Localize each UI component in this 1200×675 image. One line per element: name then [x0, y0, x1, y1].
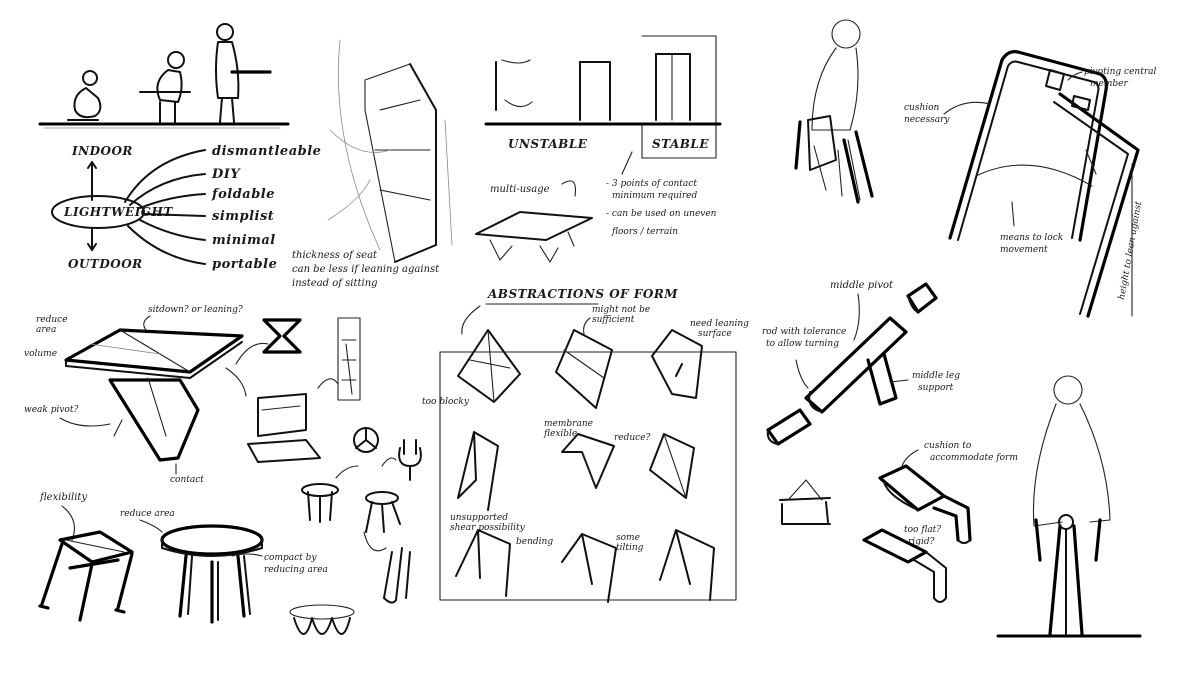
too-blocky-note: too blocky [422, 397, 470, 407]
seat-note-3: instead of sitting [292, 278, 378, 289]
branch-simplist: simplist [212, 209, 274, 224]
abstractions-grid: ABSTRACTIONS OF FORM too blocky membrane… [422, 287, 749, 603]
mindmap: INDOOR LIGHTWEIGHT OUTDOOR dismantleable… [51, 144, 321, 272]
need-leaning-2: surface [698, 329, 732, 339]
reduce-note: reduce? [614, 433, 651, 443]
folding-sketches [225, 317, 422, 635]
block-seat-sketch: thickness of seat can be less if leaning… [292, 39, 453, 289]
bending-note: bending [516, 537, 553, 547]
compact-note-1: compact by [264, 553, 317, 563]
mindmap-outdoor: OUTDOOR [68, 257, 143, 271]
label-stable: STABLE [652, 137, 709, 151]
seat-note-1: thickness of seat [292, 250, 378, 261]
branch-portable: portable [212, 257, 277, 272]
rod-note-2: to allow turning [766, 339, 839, 349]
contact-note-4: floors / terrain [611, 227, 678, 237]
contact-note-1: - 3 points of contact [606, 179, 697, 189]
sitdown-note: sitdown? or leaning? [148, 305, 243, 315]
branch-foldable: foldable [211, 187, 275, 202]
stability-diagram: UNSTABLE STABLE [484, 35, 722, 159]
cushion-form-1: cushion to [924, 441, 972, 451]
label-unstable: UNSTABLE [508, 137, 588, 151]
pivot-detail-sketch: middle pivot rod with tolerance to allow… [762, 280, 960, 446]
too-flat-1: too flat? [904, 525, 941, 535]
cushion-necessary-2: necessary [904, 115, 950, 125]
mindmap-center: LIGHTWEIGHT [63, 205, 173, 219]
multi-usage-label: multi-usage [490, 184, 550, 195]
frame-sketch: cushion necessary pivoting central membe… [904, 50, 1157, 318]
branch-dismantleable: dismantleable [212, 144, 321, 159]
tilting-2: tilting [616, 543, 644, 553]
pivot-chair-sketch: reduce area volume sitdown? or leaning? … [24, 305, 269, 485]
need-leaning-1: need leaning [690, 319, 749, 329]
abstractions-title: ABSTRACTIONS OF FORM [487, 287, 678, 301]
rod-note-1: rod with tolerance [762, 327, 846, 337]
reduce-area-stool: reduce area [120, 509, 175, 519]
contact-label: contact [170, 475, 204, 485]
not-sufficient-2: sufficient [592, 315, 635, 325]
cushion-form-2: accommodate form [930, 453, 1018, 463]
middle-pivot-label: middle pivot [830, 280, 894, 291]
stool-sketches: flexibility reduce area compact by reduc… [38, 492, 328, 624]
volume-note: volume [24, 349, 57, 359]
cushion-detail-sketch: cushion to accommodate form too flat? ri… [779, 441, 1018, 603]
reduce-area-2: area [36, 325, 56, 335]
weak-pivot-note: weak pivot? [24, 405, 78, 415]
middle-leg-1: middle leg [912, 371, 960, 381]
figure-lean-seat [794, 19, 874, 204]
membrane-note-2: flexible [543, 429, 577, 439]
compact-note-2: reducing area [264, 565, 328, 575]
unsupported-2: shear possibility [450, 523, 526, 533]
reduce-area-1: reduce [36, 315, 68, 325]
branch-minimal: minimal [212, 233, 276, 248]
branch-diy: DIY [211, 167, 241, 182]
membrane-note-1: membrane [544, 419, 593, 429]
cushion-necessary-1: cushion [904, 103, 940, 113]
height-note: height to lean against [1117, 200, 1144, 300]
unsupported-1: unsupported [450, 513, 508, 523]
multi-usage-sketch: multi-usage - 3 points of contact minimu… [475, 151, 717, 263]
seat-note-2: can be less if leaning against [292, 264, 440, 275]
contact-note-2: minimum required [612, 191, 698, 201]
lock-movement-2: movement [1000, 245, 1048, 255]
pivoting-member-2: member [1090, 79, 1128, 89]
posture-figures [38, 23, 290, 129]
standing-figure [996, 375, 1142, 638]
flexibility-note: flexibility [39, 492, 87, 503]
tilting-1: some [616, 533, 640, 543]
mindmap-indoor: INDOOR [71, 144, 133, 158]
middle-leg-2: support [918, 383, 954, 393]
lock-movement-1: means to lock [1000, 233, 1063, 243]
contact-note-3: - can be used on uneven [606, 209, 717, 219]
pivoting-member-1: pivoting central [1084, 67, 1157, 77]
too-flat-2: rigid? [908, 537, 935, 547]
not-sufficient-1: might not be [592, 305, 650, 315]
